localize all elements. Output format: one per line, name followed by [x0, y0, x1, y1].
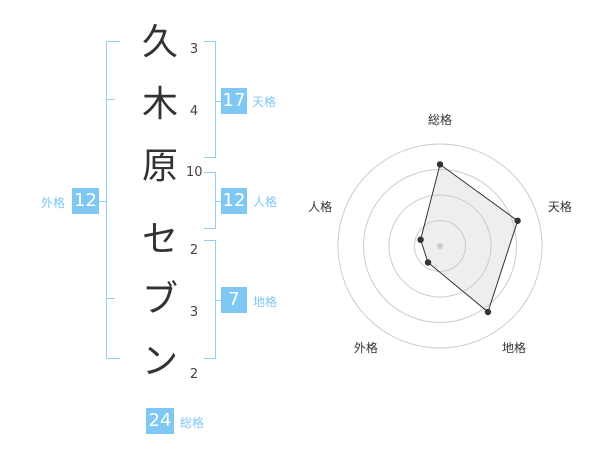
radar-grid-ring: [337, 143, 543, 349]
gaikaku-label: 外格: [41, 196, 66, 210]
radar-data-point: [417, 236, 424, 243]
stroke-count-6: 2: [189, 367, 199, 382]
stroke-count-1: 3: [189, 42, 199, 57]
radar-data-point: [514, 217, 521, 224]
connector-line: [216, 101, 221, 102]
stroke-count-4: 2: [189, 243, 199, 258]
radar-grid-ring: [414, 220, 466, 272]
jinkaku-label: 人格: [253, 195, 278, 209]
name-char-4: セ: [141, 219, 178, 260]
soukaku-value-box: 24: [146, 408, 174, 434]
connector-line: [216, 300, 221, 301]
bracket-tick: [106, 298, 115, 299]
bracket-tick: [106, 99, 115, 100]
radar-axis-label: 地格: [502, 340, 526, 355]
jinkaku-value-box: 12: [221, 188, 247, 214]
radar-grid-ring: [363, 169, 517, 323]
stroke-count-3: 10: [186, 165, 203, 180]
radar-axis-label: 天格: [548, 199, 572, 214]
gaikaku-value-box: 12: [72, 188, 99, 214]
radar-center-dot: [437, 243, 443, 249]
stroke-count-5: 3: [189, 305, 199, 320]
radar-grid-ring: [388, 194, 492, 298]
radar-axis-label: 外格: [354, 340, 378, 355]
radar-data-point: [424, 259, 432, 266]
soukaku-label: 総格: [180, 416, 205, 430]
name-char-6: ン: [141, 341, 178, 382]
tenkaku-label: 天格: [252, 95, 277, 109]
connector-line: [99, 201, 106, 202]
stroke-count-2: 4: [189, 104, 199, 119]
radar-data-point: [484, 308, 492, 316]
name-char-5: ブ: [141, 279, 178, 320]
radar-data-point: [436, 161, 444, 168]
tenkaku-value-box: 17: [221, 88, 247, 114]
name-char-1: 久: [141, 22, 178, 63]
jinkaku-bracket: [204, 172, 216, 229]
connector-line: [216, 201, 221, 202]
tenkaku-bracket: [204, 41, 216, 158]
radar-data-area: [420, 163, 519, 313]
name-char-2: 木: [141, 84, 178, 125]
gaikaku-bracket: [106, 41, 120, 359]
name-char-3: 原: [141, 146, 178, 187]
radar-axis-label: 人格: [308, 199, 332, 214]
radar-axis-label: 総格: [428, 112, 452, 127]
chikaku-bracket: [204, 240, 216, 359]
chikaku-value-box: 7: [221, 287, 247, 313]
chikaku-label: 地格: [253, 295, 278, 309]
